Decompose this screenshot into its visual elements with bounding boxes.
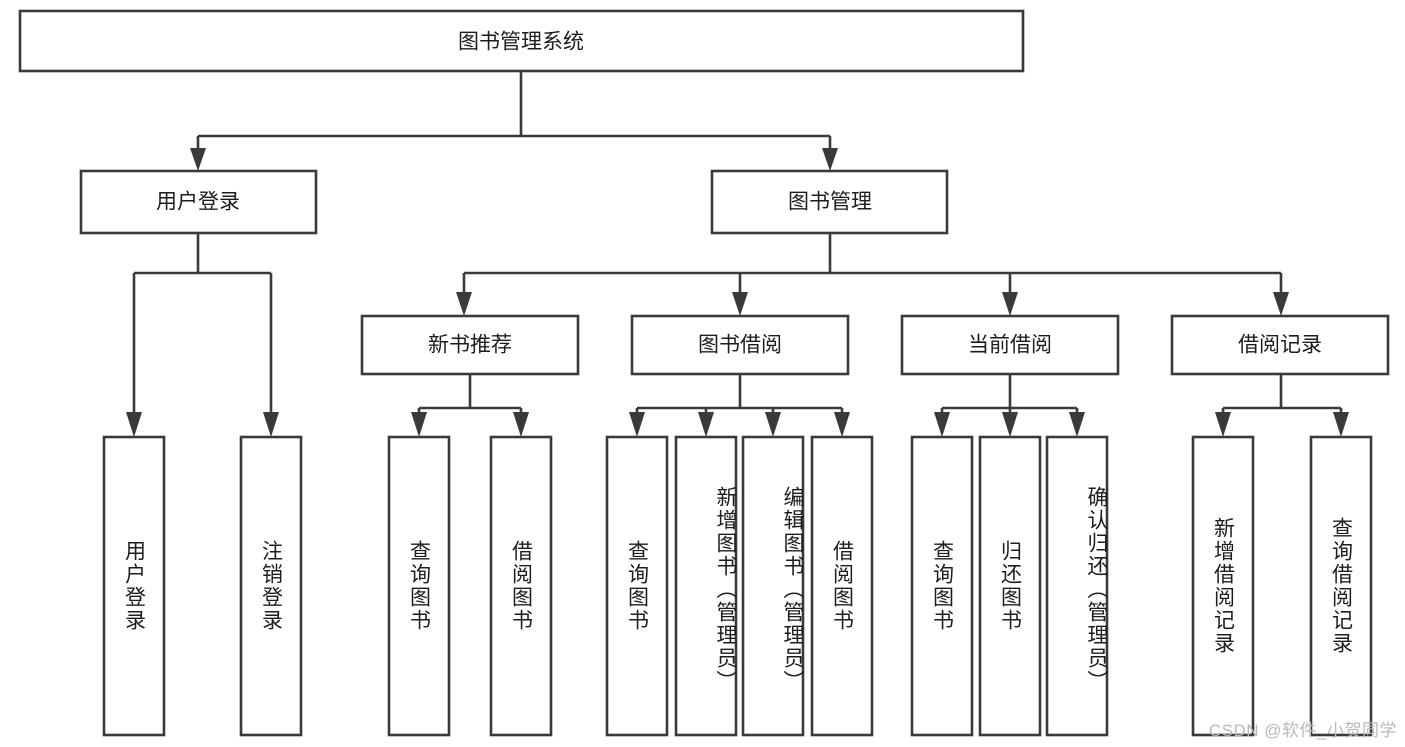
node-book-borrow-label: 图书借阅 (698, 334, 782, 357)
node-leaf-edit-book-box[interactable] (741, 435, 805, 737)
node-new-book-recommend[interactable]: 新书推荐 (360, 314, 580, 376)
arrowhead-leaf-query-book-3 (934, 412, 950, 437)
node-leaf-borrow-book-1-box[interactable] (489, 435, 553, 737)
arrowhead-leaf-query-book-1 (411, 412, 427, 437)
arrowhead-current-borrow (1002, 292, 1018, 316)
node-title[interactable]: 图书管理系统 (18, 9, 1025, 73)
node-leaf-borrow-book-2-box[interactable] (810, 435, 874, 737)
node-book-management[interactable]: 图书管理 (710, 169, 949, 235)
node-leaf-return-book-box[interactable] (978, 435, 1042, 737)
node-current-borrow-box[interactable] (900, 314, 1120, 376)
arrowhead-leaf-borrow-book-2 (834, 412, 850, 437)
node-current-borrow[interactable]: 当前借阅 (900, 314, 1120, 376)
arrowhead-leaf-return-book (1002, 412, 1018, 437)
arrowhead-leaf-edit-book (765, 412, 781, 437)
arrowhead-leaf-user-login (126, 412, 142, 437)
node-leaf-confirm-return-box[interactable] (1045, 435, 1109, 737)
arrowhead-borrow-record (1273, 292, 1289, 316)
node-leaf-logout-login-box[interactable] (239, 435, 303, 737)
node-leaf-query-book-3-box[interactable] (910, 435, 974, 737)
node-book-borrow[interactable]: 图书借阅 (630, 314, 850, 376)
arrowhead-leaf-add-book (698, 412, 714, 437)
arrowhead-leaf-logout-login (263, 412, 279, 437)
node-leaf-query-book-2-box[interactable] (605, 435, 669, 737)
arrowhead-book-borrow (732, 292, 748, 316)
arrowhead-leaf-add-record (1215, 412, 1231, 437)
arrowhead-leaf-query-book-2 (629, 412, 645, 437)
node-leaf-add-book-box[interactable] (674, 435, 738, 737)
arrowhead-leaf-borrow-book-1 (513, 412, 529, 437)
node-borrow-record[interactable]: 借阅记录 (1170, 314, 1390, 376)
node-leaf-query-book-1-box[interactable] (387, 435, 451, 737)
node-borrow-record-box[interactable] (1170, 314, 1390, 376)
arrowhead-leaf-confirm-return (1069, 412, 1085, 437)
node-leaf-query-record-box[interactable] (1309, 435, 1373, 737)
arrowhead-book-management (822, 148, 838, 171)
node-book-management-label: 图书管理 (788, 191, 872, 214)
node-leaf-user-login-box[interactable] (102, 435, 166, 737)
arrowhead-new-book-recommend (456, 292, 472, 316)
node-user-login[interactable]: 用户登录 (79, 169, 318, 235)
node-new-book-recommend-label: 新书推荐 (428, 334, 512, 357)
arrowhead-user-login (190, 148, 206, 171)
node-title-box[interactable] (18, 9, 1025, 73)
node-leaf-add-record-box[interactable] (1191, 435, 1255, 737)
node-book-borrow-box[interactable] (630, 314, 850, 376)
node-new-book-recommend-box[interactable] (360, 314, 580, 376)
node-title-label: 图书管理系统 (458, 31, 584, 54)
arrowhead-leaf-query-record (1333, 412, 1349, 437)
node-book-management-box[interactable] (710, 169, 949, 235)
node-current-borrow-label: 当前借阅 (968, 334, 1052, 357)
node-user-login-label: 用户登录 (156, 191, 240, 214)
node-user-login-box[interactable] (79, 169, 318, 235)
csdn-watermark: CSDN @软件_小贺同学 (1208, 721, 1397, 740)
node-borrow-record-label: 借阅记录 (1238, 334, 1322, 357)
connector-group (126, 71, 1349, 437)
